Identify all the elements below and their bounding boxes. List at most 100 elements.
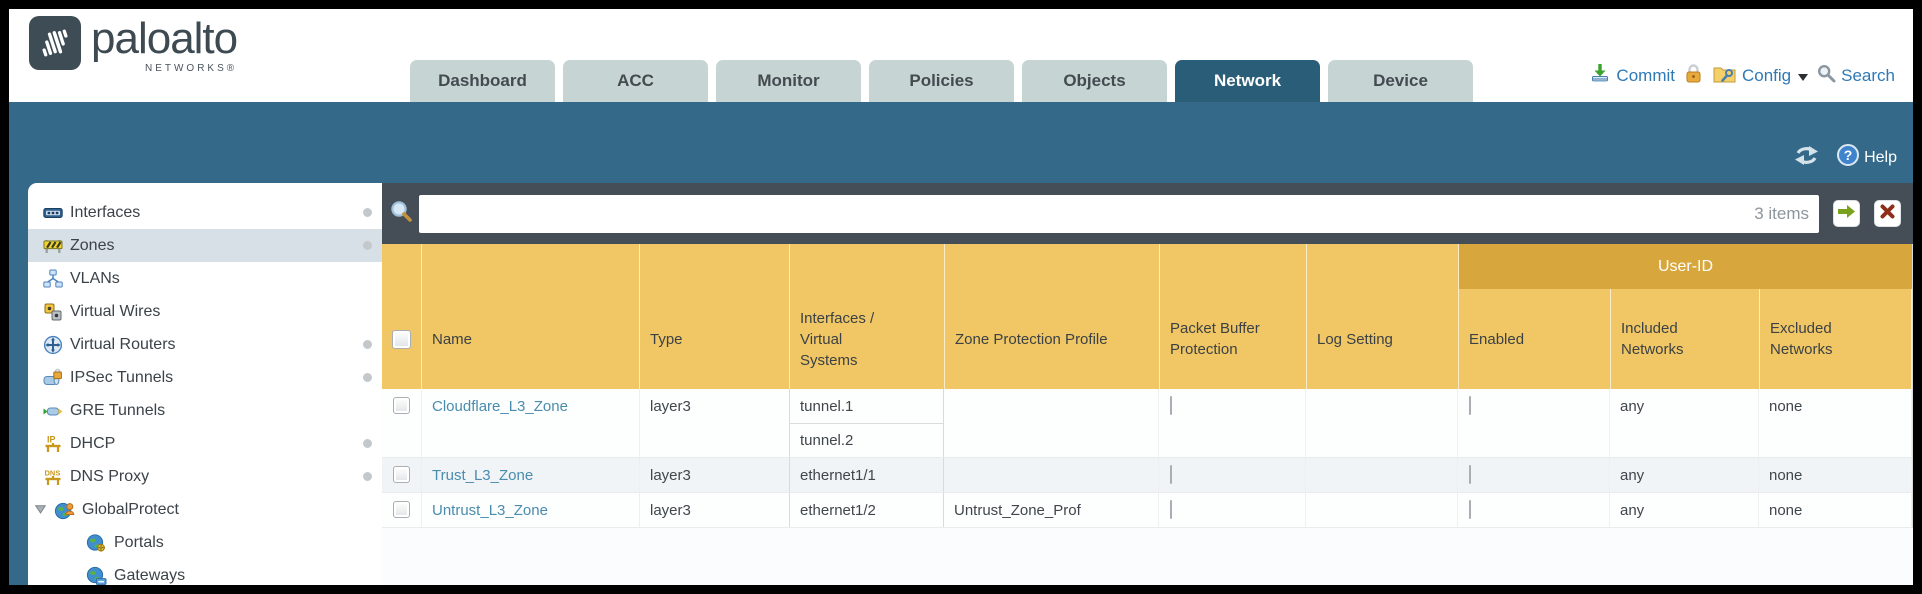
- row-select-cell: [382, 458, 422, 492]
- status-dot: [363, 241, 372, 250]
- tab-objects[interactable]: Objects: [1022, 60, 1167, 102]
- gateways-icon: [86, 565, 107, 585]
- user-id-enabled-checkbox[interactable]: [1469, 396, 1471, 415]
- user-id-enabled-checkbox[interactable]: [1469, 500, 1471, 519]
- config-button[interactable]: Config: [1712, 63, 1809, 89]
- column-header-included-networks[interactable]: Included Networks: [1611, 244, 1760, 389]
- name-cell: Cloudflare_L3_Zone: [422, 389, 640, 457]
- sidebar-item-zones[interactable]: Zones: [28, 229, 382, 262]
- zone-name-link[interactable]: Cloudflare_L3_Zone: [432, 398, 568, 415]
- column-header-label: Zone Protection Profile: [955, 330, 1108, 348]
- tab-acc[interactable]: ACC: [563, 60, 708, 102]
- lock-button[interactable]: [1684, 63, 1703, 89]
- row-select-checkbox[interactable]: [393, 397, 410, 414]
- zone-name-link[interactable]: Untrust_L3_Zone: [432, 502, 548, 519]
- included-networks-value: any: [1620, 398, 1645, 415]
- excluded-networks-value: none: [1769, 502, 1803, 519]
- packet-buffer-protection-checkbox[interactable]: [1170, 396, 1172, 415]
- sidebar-item-label: GRE Tunnels: [70, 401, 166, 419]
- clear-filter-button[interactable]: [1874, 200, 1901, 227]
- commit-button[interactable]: Commit: [1589, 62, 1675, 89]
- tab-label: Device: [1373, 71, 1428, 90]
- column-header-name[interactable]: Name: [422, 244, 640, 389]
- brand-subtitle: NETWORKS®: [144, 63, 238, 74]
- sidebar-item-globalprotect[interactable]: GlobalProtect: [28, 493, 382, 526]
- user-id-enabled-checkbox[interactable]: [1469, 465, 1471, 484]
- expander-icon[interactable]: [34, 505, 47, 514]
- dns-proxy-icon: DNS: [42, 466, 63, 487]
- user-id-enabled-cell: [1458, 493, 1610, 527]
- virtual-routers-icon: [42, 334, 63, 355]
- sidebar-item-dns-proxy[interactable]: DNS DNS Proxy: [28, 460, 382, 493]
- paloalto-logo-icon: [29, 16, 81, 70]
- sidebar-item-label: GlobalProtect: [82, 500, 179, 518]
- column-header-packet-buffer-protection[interactable]: Packet Buffer Protection: [1160, 244, 1307, 389]
- included-networks-value: any: [1620, 502, 1645, 519]
- select-all-checkbox[interactable]: [392, 329, 411, 349]
- column-header-zone-protection-profile[interactable]: Zone Protection Profile: [945, 244, 1160, 389]
- help-button[interactable]: ? Help: [1836, 143, 1897, 172]
- row-select-cell: [382, 389, 422, 457]
- sidebar-nav: Interfaces Zones VLANs Virtual Wires Vir…: [28, 183, 382, 585]
- tab-dashboard[interactable]: Dashboard: [410, 60, 555, 102]
- zone-name-link[interactable]: Trust_L3_Zone: [432, 467, 534, 484]
- tab-monitor[interactable]: Monitor: [716, 60, 861, 102]
- sidebar-item-gateways[interactable]: Gateways: [28, 559, 382, 585]
- tab-network[interactable]: Network: [1175, 60, 1320, 102]
- tab-device[interactable]: Device: [1328, 60, 1473, 102]
- column-header-label: Packet Buffer Protection: [1170, 320, 1260, 358]
- commit-icon: [1589, 62, 1611, 89]
- packet-buffer-protection-checkbox[interactable]: [1170, 465, 1172, 484]
- name-cell: Trust_L3_Zone: [422, 458, 640, 492]
- sidebar-item-vlans[interactable]: VLANs: [28, 262, 382, 295]
- filter-input[interactable]: [419, 194, 1819, 233]
- search-button[interactable]: Search: [1817, 64, 1895, 88]
- included-networks-cell: any: [1610, 458, 1759, 492]
- column-header-label: Enabled: [1469, 330, 1525, 348]
- sidebar-item-label: IPSec Tunnels: [70, 368, 174, 386]
- zone-protection-profile-cell: Untrust_Zone_Prof: [944, 493, 1159, 527]
- sidebar-item-interfaces[interactable]: Interfaces: [28, 196, 382, 229]
- arrow-right-icon: [1836, 202, 1857, 226]
- column-header-type[interactable]: Type: [640, 244, 790, 389]
- sidebar-item-virtual-routers[interactable]: Virtual Routers: [28, 328, 382, 361]
- sidebar-item-ipsec-tunnels[interactable]: IPSec Tunnels: [28, 361, 382, 394]
- refresh-button[interactable]: [1793, 145, 1820, 171]
- tab-label: Monitor: [757, 71, 820, 90]
- sidebar-item-virtual-wires[interactable]: Virtual Wires: [28, 295, 382, 328]
- interface-value: ethernet1/2: [800, 501, 876, 519]
- globalprotect-icon: [54, 499, 75, 520]
- search-icon: [1817, 64, 1836, 88]
- column-header-enabled[interactable]: Enabled: [1459, 244, 1611, 389]
- column-header-log-setting[interactable]: Log Setting: [1307, 244, 1459, 389]
- header-utils: Commit Config Search: [1589, 62, 1895, 89]
- excluded-networks-value: none: [1769, 467, 1803, 484]
- zone-protection-profile-value: Untrust_Zone_Prof: [954, 502, 1081, 519]
- column-header-excluded-networks[interactable]: Excluded Networks: [1760, 244, 1912, 389]
- user-id-enabled-cell: [1458, 389, 1610, 457]
- log-setting-cell: [1306, 458, 1458, 492]
- row-select-checkbox[interactable]: [393, 466, 410, 483]
- sidebar-item-gre-tunnels[interactable]: GRE Tunnels: [28, 394, 382, 427]
- status-dot: [363, 439, 372, 448]
- virtual-wires-icon: [42, 301, 63, 322]
- interfaces-icon: [42, 202, 63, 223]
- column-header-label: Interfaces / Virtual Systems: [800, 309, 875, 369]
- sidebar-item-label: Portals: [114, 533, 164, 551]
- type-cell: layer3: [640, 389, 790, 457]
- row-select-checkbox[interactable]: [393, 501, 410, 518]
- column-header-interfaces-virtual-systems[interactable]: Interfaces / Virtual Systems: [790, 244, 945, 389]
- excluded-networks-cell: none: [1759, 493, 1912, 527]
- packet-buffer-protection-checkbox[interactable]: [1170, 500, 1172, 519]
- apply-filter-button[interactable]: [1833, 200, 1860, 227]
- tab-policies[interactable]: Policies: [869, 60, 1014, 102]
- sidebar-item-dhcp[interactable]: IP DHCP: [28, 427, 382, 460]
- sidebar-item-portals[interactable]: Portals: [28, 526, 382, 559]
- included-networks-cell: any: [1610, 389, 1759, 457]
